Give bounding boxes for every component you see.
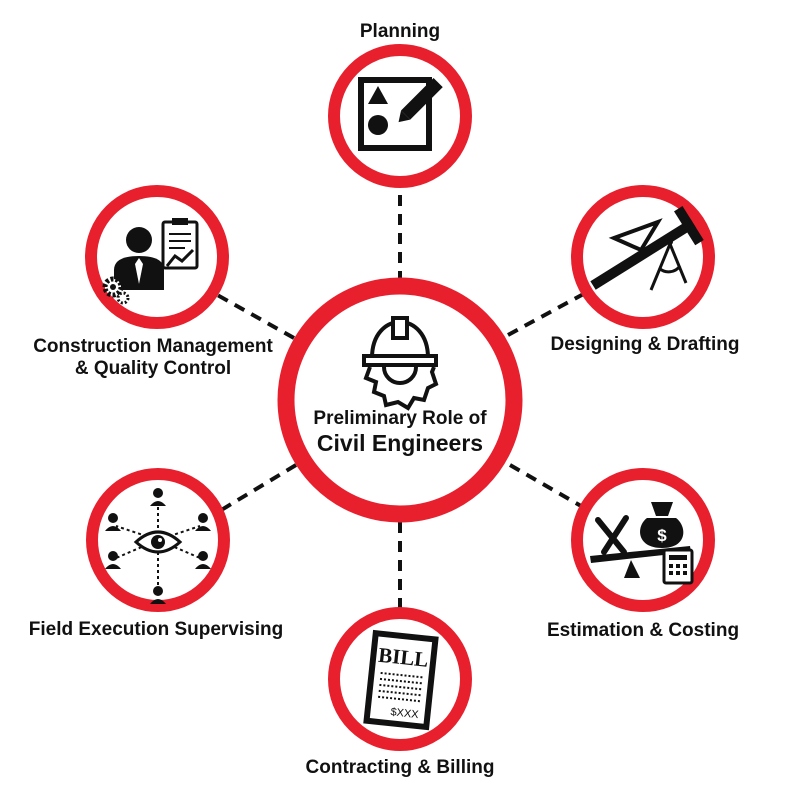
label-construction-line1: Construction Management <box>33 336 273 357</box>
sketch-shapes-pencil-icon <box>358 77 443 151</box>
drafting-tools-icon <box>590 206 704 291</box>
bill-icon-title: BILL <box>377 643 429 672</box>
label-field: Field Execution Supervising <box>28 619 284 640</box>
center-title-line2: Civil Engineers <box>316 430 484 456</box>
connectors <box>211 176 601 614</box>
eye-network-icon <box>105 488 211 604</box>
label-construction-line2: & Quality Control <box>74 358 232 379</box>
manager-clipboard-icon <box>102 218 199 305</box>
bill-icon-amount: $XXX <box>390 706 420 721</box>
money-bag-symbol: $ <box>657 526 667 545</box>
connector-estimation <box>509 463 589 512</box>
hardhat-gear-icon <box>362 316 439 411</box>
tools-balance-money-icon: $ <box>590 502 694 585</box>
center-title: Preliminary Role of Civil Engineers <box>300 408 500 457</box>
connector-field <box>216 463 298 514</box>
label-designing: Designing & Drafting <box>550 334 740 355</box>
label-estimation: Estimation & Costing <box>546 620 740 641</box>
bill-icon: BILL $XXX <box>363 629 439 731</box>
center-title-line1: Preliminary Role of <box>313 408 487 429</box>
label-planning: Planning <box>359 21 441 42</box>
center-node <box>277 277 523 523</box>
label-construction: Construction Management & Quality Contro… <box>10 336 296 380</box>
label-contracting: Contracting & Billing <box>305 757 495 778</box>
construction-circle <box>85 185 229 329</box>
connector-construction <box>211 290 295 340</box>
